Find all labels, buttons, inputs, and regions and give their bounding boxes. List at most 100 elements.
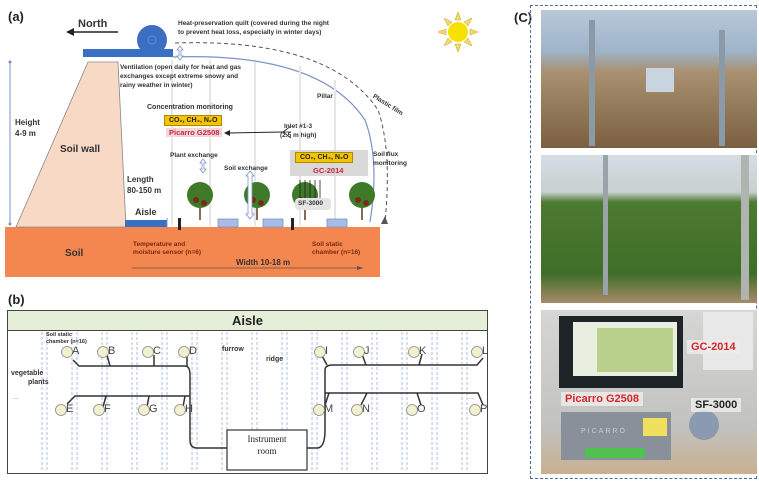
soil-chamber	[262, 218, 284, 228]
sf3000-label: SF-3000	[298, 200, 323, 207]
chamber-P	[469, 404, 481, 416]
plant-exchange-label: Plant exchange	[170, 152, 218, 159]
sensor-probe	[178, 218, 181, 230]
chamber-label-F: F	[104, 403, 111, 415]
instrument-room	[226, 429, 308, 471]
sensor-label-1: Temperature and	[133, 241, 186, 248]
gas-box-picarro: CO₂, CH₄, N₂O	[164, 115, 223, 126]
ellipsis-left: ...	[13, 394, 19, 401]
chamber-label-K: K	[419, 345, 427, 357]
length-label-1: Length	[127, 175, 154, 184]
ventilation-3: rainy weather in winter)	[120, 82, 193, 89]
aisle-header: Aisle	[8, 311, 487, 331]
photos-frame: PICARRO GC-2014 Picarro G2508 SF-3000	[530, 5, 757, 479]
inlet-label-1: Inlet #1-3	[284, 123, 313, 130]
greenhouse-cross-section	[5, 11, 479, 277]
instrument-room-label-1: Instrument	[247, 434, 287, 444]
picarro-device: PICARRO	[561, 412, 671, 460]
soil-exchange-label: Soil exchange	[224, 165, 268, 172]
b-chamber-label-1: Soil static	[46, 332, 72, 338]
sensor-label-2: moisture sensor (n=6)	[133, 249, 202, 256]
chamber-label-D: D	[189, 345, 197, 357]
panel-c-label: (C)	[514, 10, 533, 25]
gc-label: GC-2014	[313, 166, 344, 175]
chamber-L	[471, 346, 483, 358]
pillar	[741, 155, 749, 300]
chamber-N	[351, 404, 363, 416]
chamber-label-O: O	[417, 403, 426, 415]
plants	[187, 182, 375, 220]
chamber-label-P: P	[480, 403, 487, 415]
aisle-bar	[125, 220, 167, 227]
sf3000-box	[295, 198, 331, 210]
vegetable-label-2: plants	[28, 379, 49, 386]
quilt-note-2: to prevent heat loss, especially in wint…	[178, 29, 322, 36]
chamber-D	[178, 346, 190, 358]
chamber-label-N: N	[362, 403, 370, 415]
sensor-probe	[291, 218, 294, 230]
aisle-label: Aisle	[135, 207, 157, 217]
chamber-label-E: E	[66, 403, 73, 415]
photo-planted-greenhouse	[541, 155, 757, 303]
monitor	[559, 316, 683, 388]
chamber-label-I: I	[325, 345, 328, 357]
north-arrow-icon	[66, 28, 74, 36]
panel-a-label: (a)	[8, 9, 24, 24]
chamber-label-B: B	[108, 345, 115, 357]
photo-instruments: PICARRO GC-2014 Picarro G2508 SF-3000	[541, 310, 757, 474]
sun-icon	[437, 11, 479, 53]
soil-flux-label-2: monitoring	[373, 160, 407, 167]
quilt-dashed-path	[174, 42, 388, 223]
door	[646, 68, 674, 92]
chamber-B	[97, 346, 109, 358]
ventilation-1: Ventilation (open daily for heat and gas	[120, 64, 241, 71]
chamber-label-2: chamber (n=16)	[312, 249, 361, 256]
photo-label-picarro: Picarro G2508	[561, 392, 643, 406]
pillar-label: Pillar	[317, 93, 333, 100]
chamber-label-A: A	[72, 345, 80, 357]
chamber-label-H: H	[185, 403, 193, 415]
chamber-G	[138, 404, 150, 416]
sf3000-pump	[689, 410, 719, 440]
chamber-J	[353, 346, 365, 358]
b-chamber-label-2: chamber (n=16)	[46, 339, 87, 345]
chamber-label-M: M	[324, 403, 333, 415]
chamber-A	[61, 346, 73, 358]
quilt-roll	[137, 25, 167, 55]
north-label: North	[78, 18, 108, 30]
ventilation-arrow-icon	[176, 45, 184, 61]
ventilation-2: exchanges except extreme snowy and	[120, 73, 239, 80]
chamber-label-J: J	[364, 345, 370, 357]
gas-box-gc: CO₂, CH₄, N₂O	[295, 152, 354, 163]
furrow-label: furrow	[222, 346, 244, 353]
chamber-I	[314, 346, 326, 358]
chamber-K	[408, 346, 420, 358]
soil-layer	[5, 227, 380, 277]
photo-label-sf: SF-3000	[691, 398, 742, 412]
soil-chamber	[217, 218, 239, 228]
chamber-F	[93, 404, 105, 416]
chamber-label-C: C	[153, 345, 161, 357]
concentration-monitoring-label: Concentration monitoring	[147, 104, 233, 111]
soil-wall-label: Soil wall	[60, 144, 101, 155]
panel-b-label: (b)	[8, 292, 25, 307]
soil-label: Soil	[65, 248, 84, 259]
pillar	[589, 20, 595, 146]
chamber-label-L: L	[482, 345, 488, 357]
photo-label-gc: GC-2014	[687, 340, 740, 354]
instrument-room-label-2: room	[257, 446, 277, 456]
inlet-label-2: (2.5 m high)	[280, 132, 317, 139]
length-label-2: 80-150 m	[127, 186, 162, 195]
soil-flux-label-1: Soil flux	[373, 151, 399, 158]
height-label-1: Height	[15, 118, 40, 127]
plant-exchange-arrow-icon	[199, 158, 207, 174]
quilt-note-1: Heat-preservation quilt (covered during …	[178, 20, 329, 27]
ellipsis-right: ...	[468, 394, 474, 401]
chamber-M	[313, 404, 325, 416]
photo-empty-greenhouse	[541, 10, 757, 148]
chamber-E	[55, 404, 67, 416]
soil-chamber	[326, 218, 348, 228]
chamber-O	[406, 404, 418, 416]
tubing	[66, 353, 484, 449]
